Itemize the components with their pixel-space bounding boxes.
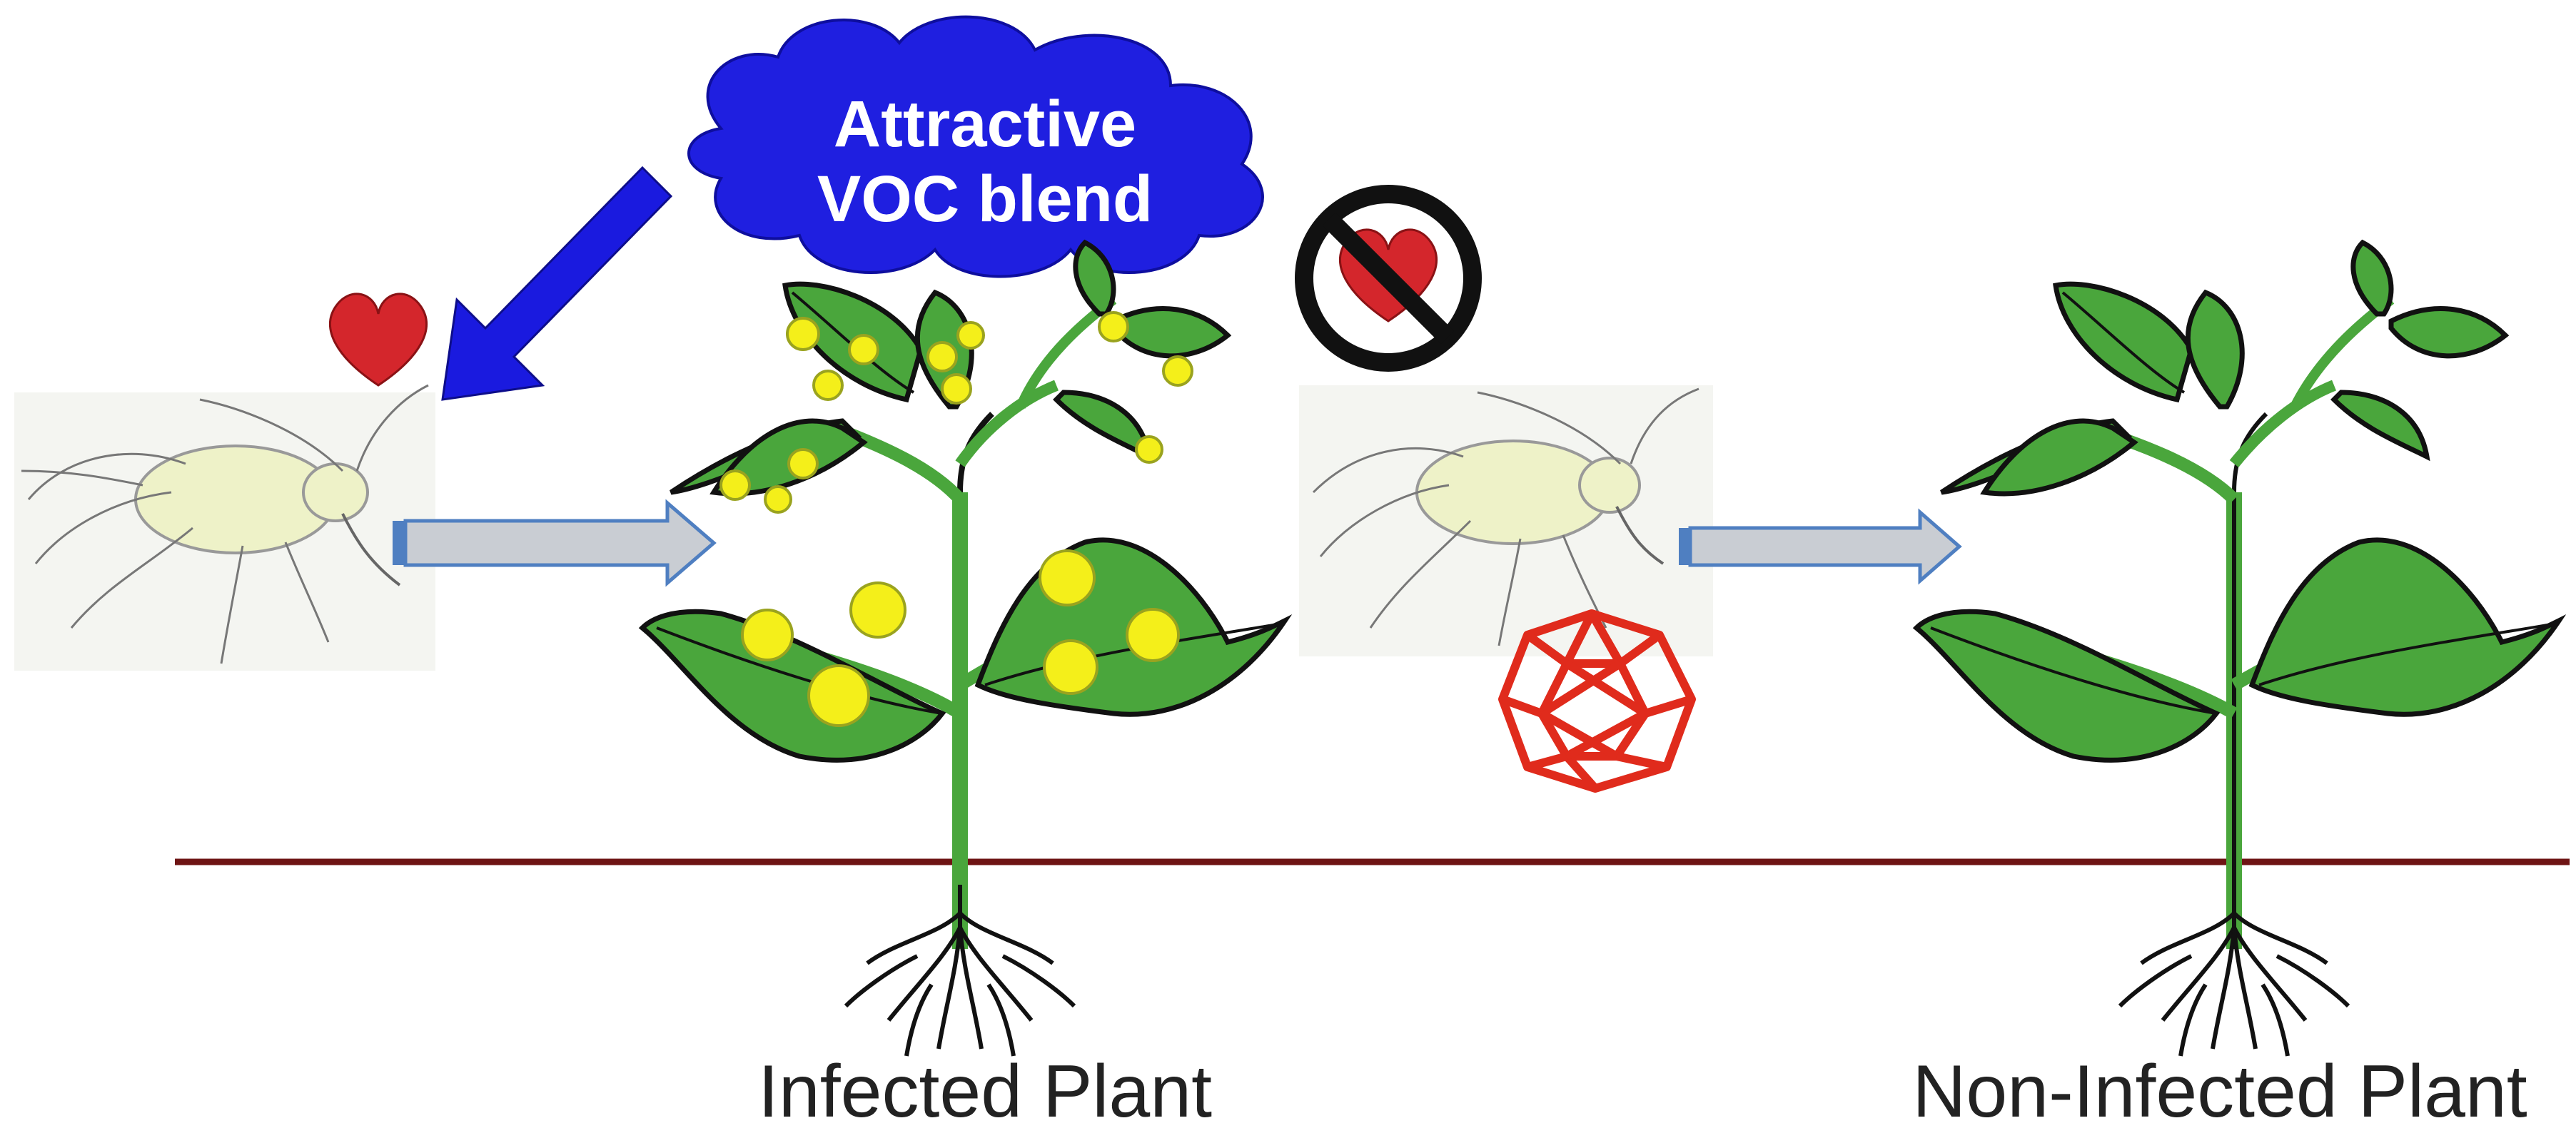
virus-spots bbox=[719, 311, 1193, 727]
healthy-plant bbox=[1912, 239, 2567, 1056]
no-symbol-icon bbox=[1295, 185, 1482, 372]
label-infected-plant: Infected Plant bbox=[758, 1050, 1212, 1133]
leaf bbox=[2053, 281, 2194, 403]
aphid-icon bbox=[21, 384, 429, 664]
heart-icon bbox=[329, 293, 428, 387]
arrow-to-non-infected bbox=[1679, 508, 1962, 585]
voc-arrow bbox=[441, 166, 673, 401]
cloud-text-line2: VOC blend bbox=[817, 163, 1153, 235]
infected-plant bbox=[638, 239, 1293, 1056]
aphid-image-right bbox=[1299, 385, 1713, 656]
voc-cloud: Attractive VOC blend bbox=[687, 15, 1264, 278]
label-non-infected-plant: Non-Infected Plant bbox=[1912, 1050, 2527, 1133]
cloud-text-line1: Attractive bbox=[834, 88, 1136, 161]
arrow-to-infected bbox=[393, 499, 717, 587]
aphid-image-left bbox=[14, 384, 435, 671]
no-attraction-symbol bbox=[1295, 185, 1482, 372]
virion-icon bbox=[1498, 609, 1696, 793]
aphid-icon bbox=[1312, 387, 1699, 646]
